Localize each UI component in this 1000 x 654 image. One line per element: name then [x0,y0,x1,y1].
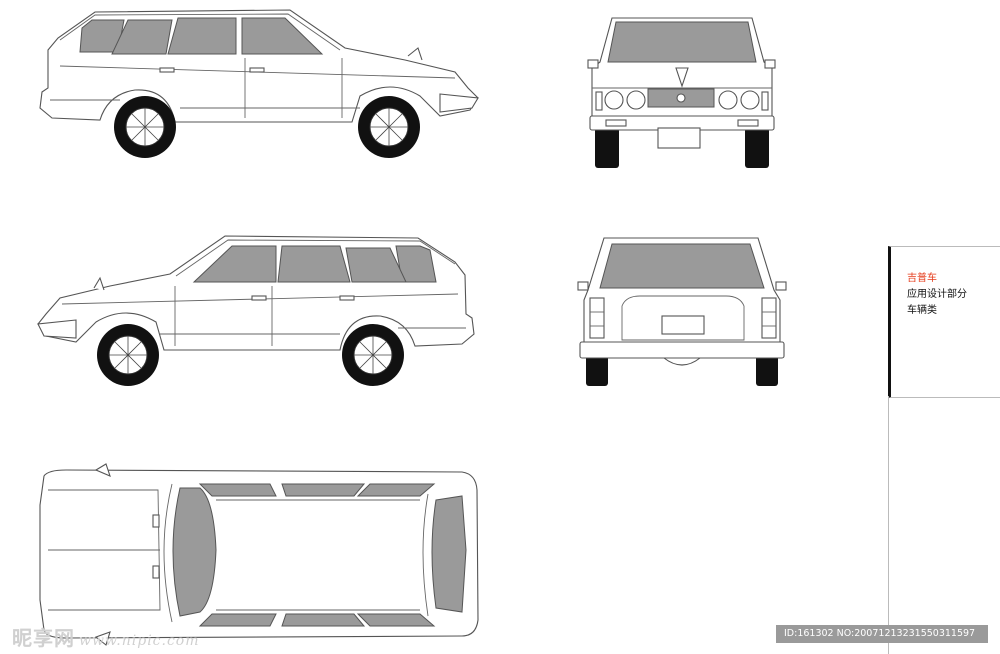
watermark-id: ID:161302 NO:20071213231550311597 [776,625,988,643]
car-front-view [587,17,776,168]
info-panel: 吉普车 应用设计部分 车辆类 [888,246,1000,398]
panel-title: 吉普车 [907,273,937,284]
car-side-view-left [37,235,475,386]
car-rear-view [577,237,787,386]
watermark-url: www.nipic.com [79,633,200,649]
watermark-site-name: 昵享网 [12,626,75,650]
car-top-view [39,463,479,646]
panel-category: 车辆类 [907,305,937,316]
car-side-view-right [39,9,479,158]
divider-line [888,396,889,654]
panel-subtitle: 应用设计部分 [907,289,967,300]
